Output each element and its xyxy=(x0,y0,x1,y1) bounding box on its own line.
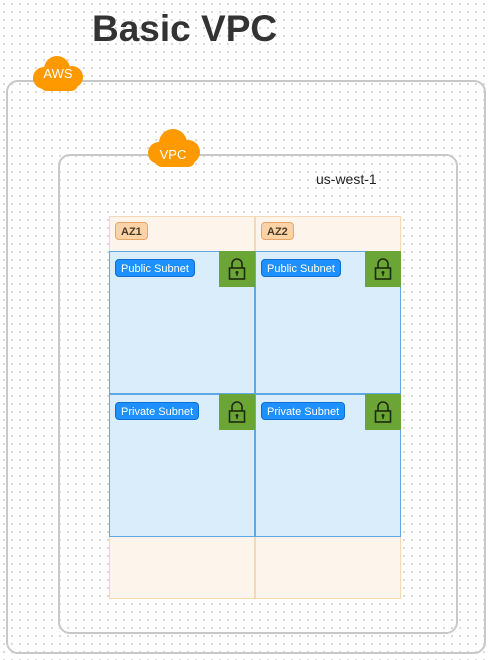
vpc-cloud-label: VPC xyxy=(159,147,187,162)
cloud-icon xyxy=(148,129,200,167)
vpc-group[interactable] xyxy=(58,154,458,634)
public-subnet-az1[interactable]: Public Subnet xyxy=(109,251,255,394)
cloud-icon xyxy=(33,56,83,91)
private-subnet-az2[interactable]: Private Subnet xyxy=(255,394,401,537)
lock-icon xyxy=(228,401,246,423)
aws-cloud-group[interactable] xyxy=(6,80,486,654)
aws-cloud-badge: AWS xyxy=(28,54,88,92)
region-label: us-west-1 xyxy=(316,171,377,187)
lock-icon-tile xyxy=(365,251,401,287)
az-label: AZ1 xyxy=(115,222,148,240)
diagram-title: Basic VPC xyxy=(92,8,278,49)
lock-icon-tile xyxy=(219,251,255,287)
lock-icon xyxy=(374,258,392,280)
lock-icon-tile xyxy=(365,394,401,430)
subnet-label: Public Subnet xyxy=(115,259,195,277)
subnet-label: Private Subnet xyxy=(261,402,346,420)
lock-icon xyxy=(374,401,392,423)
aws-cloud-label: AWS xyxy=(43,66,73,81)
lock-icon xyxy=(228,258,246,280)
private-subnet-az1[interactable]: Private Subnet xyxy=(109,394,255,537)
az-label: AZ2 xyxy=(261,222,294,240)
subnet-label: Public Subnet xyxy=(261,259,341,277)
lock-icon-tile xyxy=(219,394,255,430)
vpc-cloud-badge: VPC xyxy=(143,128,203,168)
public-subnet-az2[interactable]: Public Subnet xyxy=(255,251,401,394)
subnet-label: Private Subnet xyxy=(115,402,200,420)
